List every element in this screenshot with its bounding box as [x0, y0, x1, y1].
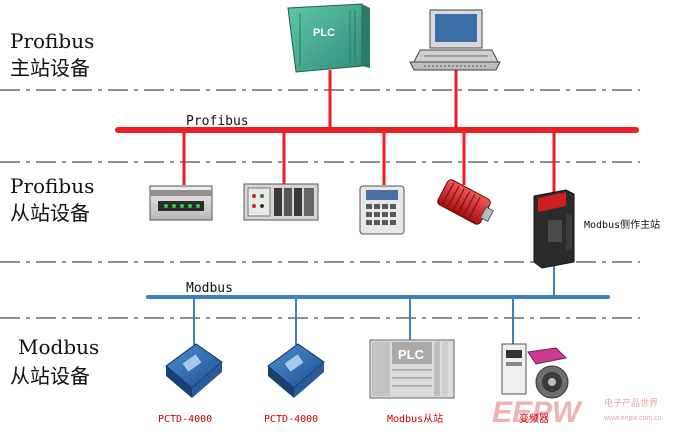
watermark-url: www.eepw.com.cn	[603, 415, 662, 422]
eepw-watermark: EEPW 电子产品世界 www.eepw.com.cn	[492, 396, 662, 429]
vfd-label: 变频器	[519, 412, 549, 425]
hmi-panel-icon	[359, 185, 405, 235]
pctd-module-2-icon	[267, 343, 325, 398]
master-pc-icon	[409, 9, 501, 71]
gateway-label: Modbus侧作主站	[584, 218, 660, 231]
modbus-slave-label-line1: Modbus	[18, 335, 99, 359]
modbus-slave-label: Modbus从站	[387, 412, 443, 425]
slave-label-line2: 从站设备	[10, 201, 90, 225]
rack-io-icon	[243, 183, 319, 221]
master-plc-text: PLC	[313, 27, 335, 39]
profibus-bus-label: Profibus	[186, 114, 249, 129]
master-label-line2: 主站设备	[10, 56, 90, 80]
pctd-label-2: PCTD-4000	[264, 414, 318, 425]
modbus-slave-label-line2: 从站设备	[10, 364, 90, 388]
vfd-motor-icon	[501, 343, 569, 399]
pctd-module-1-icon	[165, 343, 223, 398]
io-module-icon	[149, 185, 213, 221]
modbus-plc-text: PLC	[398, 347, 425, 362]
red-drive-icon	[437, 179, 494, 225]
pctd-label-1: PCTD-4000	[158, 414, 212, 425]
slave-label-line1: Profibus	[10, 174, 94, 198]
gateway-icon	[533, 189, 575, 269]
modbus-bus-label: Modbus	[186, 281, 233, 296]
master-label-line1: Profibus	[10, 29, 94, 53]
watermark-cn: 电子产品世界	[604, 397, 658, 409]
master-plc-icon: PLC	[287, 3, 370, 73]
modbus-plc-icon: PLC	[369, 339, 455, 399]
watermark-logo: EEPW	[492, 396, 583, 429]
